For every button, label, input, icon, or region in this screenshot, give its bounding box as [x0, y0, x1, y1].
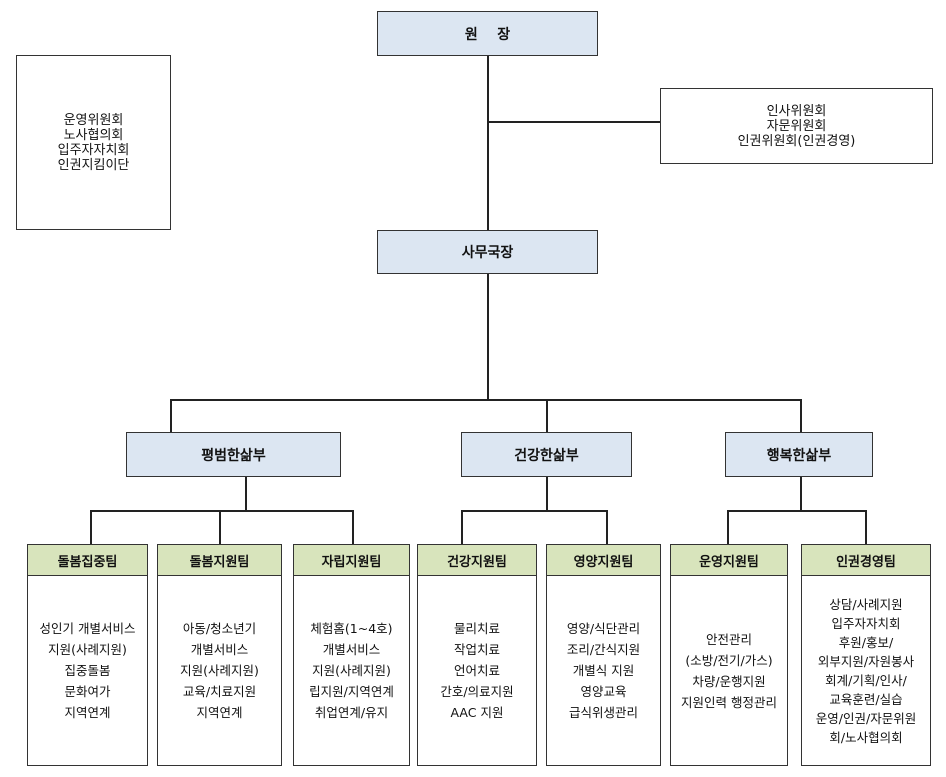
duty-item: 지역연계 — [64, 705, 111, 720]
department-box: 행복한삶부 — [725, 432, 873, 477]
connector-dept1 — [170, 399, 172, 432]
duty-item: 지역연계 — [196, 705, 243, 720]
team-box: 건강지원팀 물리치료 작업치료 언어치료 간호/의료지원 AAC 지원 — [417, 544, 537, 766]
connector-team4 — [461, 510, 463, 544]
duty-item: 지원(사례지원) — [180, 663, 259, 678]
team-box: 영양지원팀 영양/식단관리 조리/간식지원 개별식 지원 영양교육 급식위생관리 — [546, 544, 661, 766]
duty-item: 운영/인권/자문위원 — [815, 710, 917, 726]
team-duties: 상담/사례지원 입주자자치회 후원/홍보/ 외부지원/자원봉사 회계/기획/인사… — [802, 576, 930, 765]
duty-item: 상담/사례지원 — [829, 596, 903, 612]
right-committees-box: 인사위원회 자문위원회 인권위원회(인권경영) — [660, 88, 933, 164]
duty-item: 지원(사례지원) — [312, 663, 391, 678]
department-box: 건강한삶부 — [461, 432, 632, 477]
duty-item: 립지원/지역연계 — [309, 684, 394, 699]
duty-item: 작업치료 — [453, 642, 500, 657]
duty-item: 회계/기획/인사/ — [825, 672, 907, 688]
team-name: 운영지원팀 — [671, 545, 787, 576]
connector-team6 — [727, 510, 729, 544]
connector-secretary-to-depts — [487, 274, 489, 400]
committee-item: 인사위원회 — [766, 103, 827, 119]
team-box: 인권경영팀 상담/사례지원 입주자자치회 후원/홍보/ 외부지원/자원봉사 회계… — [801, 544, 931, 766]
duty-item: 입주자자치회 — [831, 615, 901, 631]
committee-item: 자문위원회 — [766, 118, 827, 134]
team-duties: 안전관리 (소방/전기/가스) 차량/운행지원 지원인력 행정관리 — [671, 576, 787, 765]
team-name: 인권경영팀 — [802, 545, 930, 576]
duty-item: 교육훈련/실습 — [829, 691, 903, 707]
team-name: 건강지원팀 — [418, 545, 536, 576]
duty-item: 개별서비스 — [322, 642, 381, 657]
connector-dept2 — [546, 399, 548, 432]
duty-item: 집중돌봄 — [64, 663, 111, 678]
duty-item: 지원(사례지원) — [48, 642, 127, 657]
connector-committees — [488, 121, 660, 123]
duty-item: 회/노사협의회 — [829, 729, 903, 745]
duty-item: 취업연계/유지 — [314, 705, 389, 720]
team-name: 돌봄지원팀 — [158, 545, 281, 576]
duty-item: 지원인력 행정관리 — [681, 694, 777, 710]
team-box: 운영지원팀 안전관리 (소방/전기/가스) 차량/운행지원 지원인력 행정관리 — [670, 544, 788, 766]
team-box: 자립지원팀 체험홈(1~4호) 개별서비스 지원(사례지원) 립지원/지역연계 … — [293, 544, 410, 766]
duty-item: 외부지원/자원봉사 — [817, 653, 915, 669]
connector-team7 — [865, 510, 867, 544]
team-duties: 물리치료 작업치료 언어치료 간호/의료지원 AAC 지원 — [418, 576, 536, 765]
duty-item: 체험홈(1~4호) — [310, 621, 393, 636]
duty-item: 안전관리 — [705, 631, 752, 647]
connector-director-to-secretary — [487, 56, 489, 231]
connector-dept3-down — [800, 477, 802, 511]
duty-item: 급식위생관리 — [568, 705, 638, 720]
team-duties: 성인기 개별서비스 지원(사례지원) 집중돌봄 문화여가 지역연계 — [28, 576, 147, 765]
committee-item: 입주자자치회 — [57, 142, 130, 158]
committee-item: 인권지킴이단 — [57, 157, 130, 173]
duty-item: AAC 지원 — [450, 705, 504, 720]
left-committees-box: 운영위원회 노사협의회 입주자자치회 인권지킴이단 — [16, 55, 171, 230]
duty-item: 차량/운행지원 — [692, 673, 766, 689]
duty-item: 언어치료 — [453, 663, 500, 678]
duty-item: 개별서비스 — [190, 642, 249, 657]
connector-dept1-down — [245, 477, 247, 511]
duty-item: 영양교육 — [580, 684, 627, 699]
duty-item: 개별식 지원 — [572, 663, 635, 678]
connector-dept-bar — [170, 399, 802, 401]
committee-item: 인권위원회(인권경영) — [737, 133, 856, 149]
connector-dept3 — [800, 399, 802, 432]
team-name: 돌봄집중팀 — [28, 545, 147, 576]
department-label: 행복한삶부 — [766, 447, 832, 464]
director-label: 원 장 — [464, 26, 511, 43]
duty-item: 후원/홍보/ — [838, 634, 894, 650]
secretary-general-box: 사무국장 — [377, 230, 598, 274]
duty-item: 교육/치료지원 — [182, 684, 257, 699]
duty-item: 조리/간식지원 — [566, 642, 641, 657]
team-duties: 영양/식단관리 조리/간식지원 개별식 지원 영양교육 급식위생관리 — [547, 576, 660, 765]
duty-item: (소방/전기/가스) — [685, 652, 773, 668]
duty-item: 영양/식단관리 — [566, 621, 641, 636]
connector-dept1-bar — [90, 510, 354, 512]
duty-item: 문화여가 — [64, 684, 111, 699]
department-label: 평범한삶부 — [201, 447, 266, 464]
team-box: 돌봄지원팀 아동/청소년기 개별서비스 지원(사례지원) 교육/치료지원 지역연… — [157, 544, 282, 766]
team-name: 영양지원팀 — [547, 545, 660, 576]
department-label: 건강한삶부 — [514, 447, 579, 464]
duty-item: 아동/청소년기 — [182, 621, 257, 636]
connector-team1 — [90, 510, 92, 544]
team-duties: 체험홈(1~4호) 개별서비스 지원(사례지원) 립지원/지역연계 취업연계/유… — [294, 576, 409, 765]
connector-dept2-bar — [461, 510, 608, 512]
team-box: 돌봄집중팀 성인기 개별서비스 지원(사례지원) 집중돌봄 문화여가 지역연계 — [27, 544, 148, 766]
committee-item: 노사협의회 — [63, 127, 124, 143]
team-name: 자립지원팀 — [294, 545, 409, 576]
team-duties: 아동/청소년기 개별서비스 지원(사례지원) 교육/치료지원 지역연계 — [158, 576, 281, 765]
department-box: 평범한삶부 — [126, 432, 341, 477]
connector-team2 — [219, 510, 221, 544]
connector-dept2-down — [546, 477, 548, 511]
connector-team3 — [352, 510, 354, 544]
duty-item: 성인기 개별서비스 — [39, 621, 136, 636]
duty-item: 간호/의료지원 — [440, 684, 514, 699]
director-box: 원 장 — [377, 11, 598, 56]
connector-team5 — [606, 510, 608, 544]
duty-item: 물리치료 — [453, 621, 500, 636]
secretary-general-label: 사무국장 — [461, 245, 514, 261]
connector-dept3-bar — [727, 510, 867, 512]
committee-item: 운영위원회 — [63, 112, 124, 128]
